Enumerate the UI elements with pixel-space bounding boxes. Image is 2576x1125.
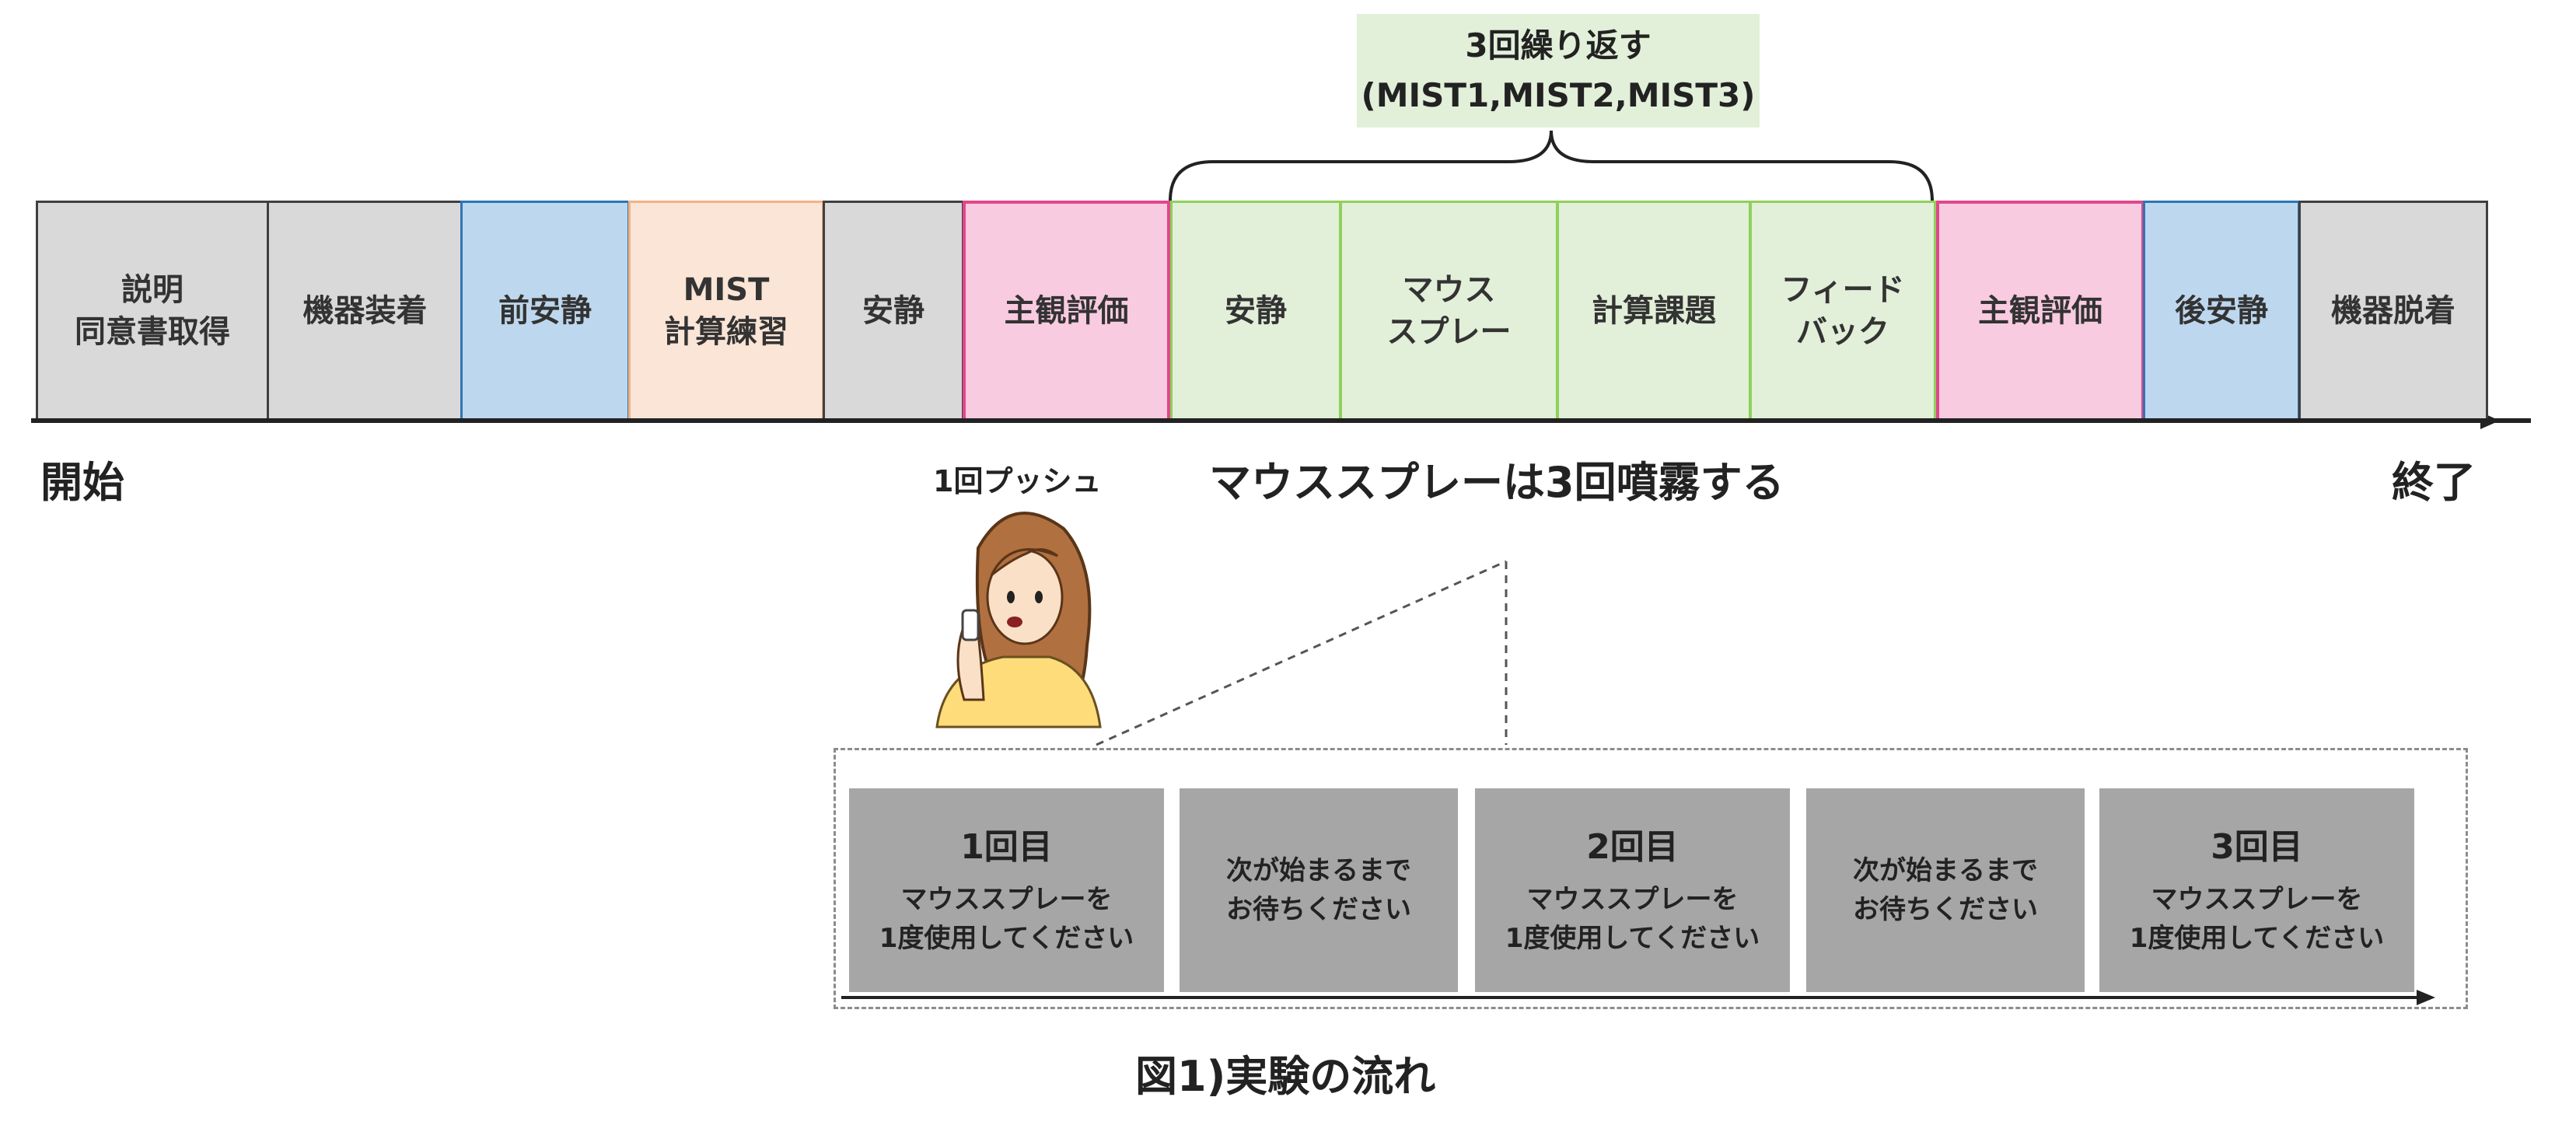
segment-line: 前安静 [498,293,592,329]
sequence-card-3: 3回目 マウススプレーを 1度使用してください [2099,788,2414,992]
segment-line: バック [1796,314,1889,350]
card-line: 1度使用してください [2129,923,2385,954]
end-label: 終了 [2392,458,2476,507]
segment-line: 主観評価 [1004,293,1129,329]
repeat-mist-label: (MIST1,MIST2,MIST3) [1361,76,1756,114]
card-title: 3回目 [2211,827,2303,867]
card-line: お待ちください [1226,894,1411,925]
spray-count-note: マウススプレーは3回噴霧する [1209,458,1784,507]
card-line: 次が始まるまで [1226,855,1411,886]
repeat-count-label: 3回繰り返す [1465,26,1652,65]
segment-line: フィード [1781,272,1905,308]
sequence-wait-1: 次が始まるまで お待ちください [1180,788,1458,992]
one-push-label: 1回プッシュ [933,464,1102,498]
card-line: マウススプレーを [900,884,1113,915]
segment-pre-rest: 前安静 [460,201,630,421]
segment-mist-practice: MIST 計算練習 [628,201,824,421]
segment-line: 安静 [1225,293,1287,329]
segment-equipment-attach: 機器装着 [267,201,463,421]
segment-line: 計算課題 [1592,293,1716,329]
segment-line: 機器脱着 [2331,293,2455,329]
segment-line: 計算練習 [664,314,788,350]
sequence-card-1: 1回目 マウススプレーを 1度使用してください [849,788,1164,992]
card-line: マウススプレーを [1526,884,1739,915]
timeline-axis [31,418,2531,423]
repeat-label-box: 3回繰り返す (MIST1,MIST2,MIST3) [1357,14,1760,128]
segment-line: スプレー [1386,314,1512,350]
start-label: 開始 [40,458,124,507]
card-line: 次が始まるまで [1853,855,2038,886]
card-title: 1回目 [960,827,1053,867]
sequence-wait-2: 次が始まるまで お待ちください [1806,788,2085,992]
segment-line: 機器装着 [302,293,428,329]
card-line: 1度使用してください [1505,923,1760,954]
segment-line: 同意書取得 [75,314,230,350]
segment-subjective-eval-2: 主観評価 [1936,201,2144,421]
zoom-connector-left [1096,560,1507,746]
segment-rest: 安静 [823,201,964,421]
segment-line: 後安静 [2175,293,2268,329]
sequence-card-2: 2回目 マウススプレーを 1度使用してください [1475,788,1790,992]
segment-line: マウス [1402,272,1496,308]
segment-rest-repeat: 安静 [1170,201,1341,421]
segment-line: 説明 [121,272,184,308]
segment-calculation-task: 計算課題 [1557,201,1751,421]
card-line: マウススプレーを [2151,884,2363,915]
segment-post-rest: 後安静 [2143,201,2300,421]
card-title: 2回目 [1586,827,1679,867]
segment-line: MIST [683,272,770,308]
segment-feedback: フィード バック [1749,201,1936,421]
segment-line: 安静 [862,293,924,329]
repeat-brace [1169,130,1934,201]
segment-explanation-consent: 説明 同意書取得 [36,201,269,421]
card-line: お待ちください [1853,894,2038,925]
spray-sequence-frame [834,748,2468,1009]
figure-caption: 図1)実験の流れ [1135,1052,1436,1101]
sequence-arrow-head [2417,990,2435,1005]
segment-mouth-spray: マウス スプレー [1340,201,1558,421]
woman-spraying-illustration [906,498,1104,728]
card-line: 1度使用してください [879,923,1134,954]
segment-equipment-detach: 機器脱着 [2298,201,2488,421]
segment-line: 主観評価 [1978,293,2102,329]
segment-subjective-eval-1: 主観評価 [963,201,1170,421]
